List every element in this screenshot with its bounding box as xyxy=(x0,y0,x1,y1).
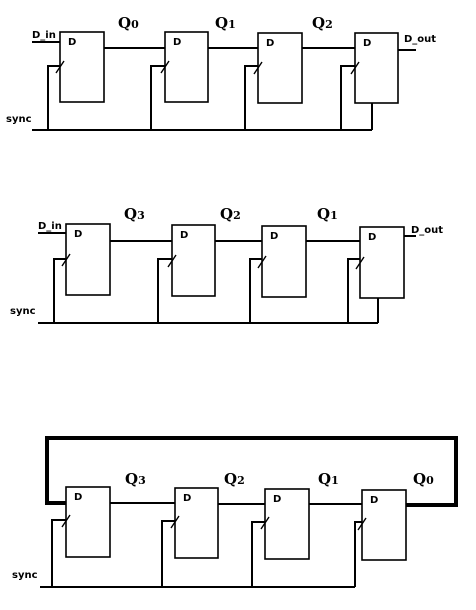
d-pin-label: D xyxy=(270,231,278,242)
flip-flop-3-3: D xyxy=(260,488,310,560)
d-pin-label: D xyxy=(370,495,378,506)
q-label: Q1 xyxy=(318,470,339,488)
d-out-label: D_out xyxy=(411,225,443,236)
sync-label: sync xyxy=(12,570,38,581)
clock-edge-mark xyxy=(61,253,71,267)
flip-flop-1-2: D xyxy=(160,31,209,103)
shift-register-2: D D D D D_in D_out sync Q3 Q2 Q1 xyxy=(10,205,443,324)
flip-flop-2-4: D xyxy=(355,226,405,299)
wires-2 xyxy=(38,232,416,324)
d-pin-label: D xyxy=(266,38,274,49)
q-label: Q0 xyxy=(118,14,139,32)
q-label: Q1 xyxy=(215,14,236,32)
clock-edge-mark xyxy=(160,60,170,74)
q-label: Q3 xyxy=(125,470,146,488)
d-pin-label: D xyxy=(74,229,82,240)
clock-edge-mark xyxy=(55,60,65,74)
wires-1 xyxy=(32,41,416,131)
d-pin-label: D xyxy=(68,37,76,48)
d-pin-label: D xyxy=(368,232,376,243)
d-pin-label: D xyxy=(183,493,191,504)
q-label: Q3 xyxy=(124,205,145,223)
q-label: Q2 xyxy=(224,470,245,488)
sync-label: sync xyxy=(6,114,32,125)
q-label: Q1 xyxy=(317,205,338,223)
d-pin-label: D xyxy=(173,37,181,48)
clock-edge-mark xyxy=(170,515,180,529)
d-pin-label: D xyxy=(273,494,281,505)
flip-flop-2-1: D xyxy=(61,223,111,296)
clock-edge-mark xyxy=(260,516,270,530)
feedback-loop xyxy=(45,436,458,507)
clock-edge-mark xyxy=(350,61,360,75)
shift-register-1: D D D D D_in D_out sync Q0 Q1 Q2 xyxy=(6,14,436,131)
sync-label: sync xyxy=(10,306,36,317)
d-pin-label: D xyxy=(180,230,188,241)
flip-flop-1-4: D xyxy=(350,32,399,104)
q-label: Q0 xyxy=(413,470,434,488)
clock-edge-mark xyxy=(61,514,71,528)
clock-edge-mark xyxy=(355,256,365,270)
flip-flop-2-3: D xyxy=(257,225,307,298)
q-label: Q2 xyxy=(220,205,241,223)
flip-flop-3-1: D xyxy=(61,486,111,558)
flip-flop-1-1: D xyxy=(55,31,105,103)
flip-flop-3-2: D xyxy=(170,487,219,559)
shift-register-3: D D D D sync Q3 Q2 Q1 Q0 xyxy=(12,436,458,588)
clock-edge-mark xyxy=(253,61,263,75)
clock-edge-mark xyxy=(167,254,177,268)
clock-edge-mark xyxy=(257,255,267,269)
flip-flop-3-4: D xyxy=(357,489,407,561)
clock-edge-mark xyxy=(357,517,367,531)
wires-3 xyxy=(40,436,458,588)
q-label: Q2 xyxy=(312,14,333,32)
d-in-label: D_in xyxy=(38,221,62,232)
flip-flop-2-2: D xyxy=(167,224,216,297)
d-pin-label: D xyxy=(363,38,371,49)
d-out-label: D_out xyxy=(404,34,436,45)
d-in-label: D_in xyxy=(32,30,56,41)
flip-flop-1-3: D xyxy=(253,32,303,104)
d-pin-label: D xyxy=(74,492,82,503)
